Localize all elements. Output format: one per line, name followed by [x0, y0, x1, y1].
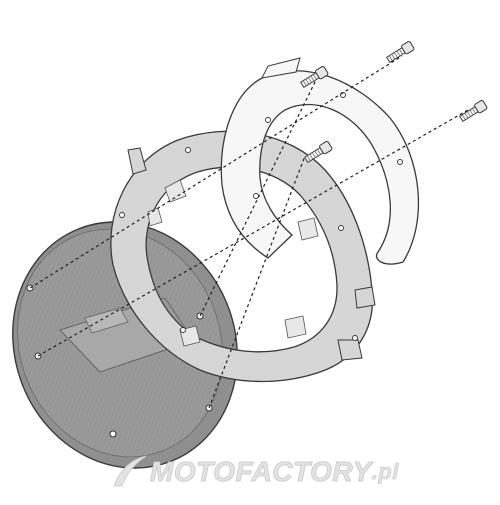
brand-watermark: MOTOFACTORY .pl [110, 452, 410, 492]
mounting-ring [110, 130, 376, 383]
ring-hole [338, 225, 344, 231]
flange-hole [253, 193, 259, 199]
guide-line [37, 109, 469, 357]
guide-line [208, 155, 306, 409]
watermark-domain: .pl [371, 459, 399, 485]
adapter-flange [220, 57, 420, 265]
ring-hole [352, 335, 358, 341]
screw [304, 141, 333, 164]
plate-hole [109, 430, 117, 438]
guide-line [29, 55, 403, 289]
ring-hole [180, 327, 186, 333]
ring-hole [119, 212, 125, 218]
screw [459, 100, 488, 123]
flange-hole [397, 159, 403, 165]
screw [300, 66, 329, 89]
ring-hole [185, 147, 191, 153]
guide-line [199, 79, 317, 317]
swoosh-logo-icon [113, 455, 147, 487]
flange-hole [265, 117, 271, 123]
guide-lines [29, 55, 469, 409]
watermark-brand: MOTOFACTORY [150, 456, 372, 488]
screw [386, 41, 415, 64]
